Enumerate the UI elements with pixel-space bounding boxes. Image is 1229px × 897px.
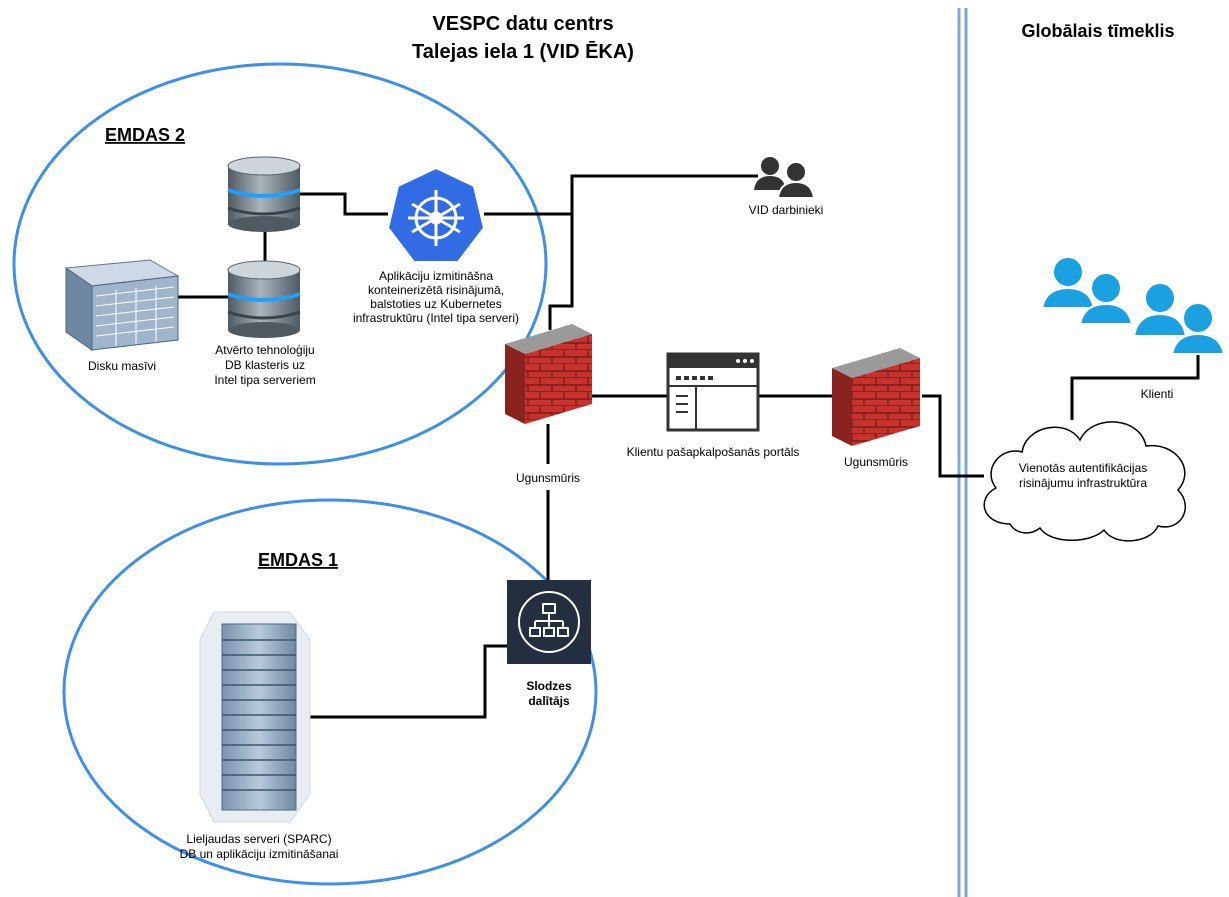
vid-staff-label: VID darbinieki	[749, 203, 824, 217]
cloud-icon	[983, 421, 1187, 542]
svg-text:DB klasteris uz: DB klasteris uz	[225, 358, 305, 372]
emdas2-label: EMDAS 2	[105, 125, 185, 145]
svg-text:Slodzes: Slodzes	[526, 679, 572, 693]
header-title: VESPC datu centrs Talejas iela 1 (VID ĒK…	[412, 13, 634, 63]
connectors	[178, 174, 1200, 719]
db-cluster-label: Atvērto tehnoloģiju DB klasteris uz Inte…	[214, 343, 315, 387]
title-line-1: VESPC datu centrs	[432, 13, 613, 35]
web-portal-icon	[666, 352, 760, 432]
mainframe-label: Lieljaudas serveri (SPARC) DB un aplikāc…	[180, 832, 339, 861]
svg-text:Atvērto tehnoloģiju: Atvērto tehnoloģiju	[215, 343, 314, 357]
kubernetes-icon	[386, 166, 486, 263]
clients-icon	[1040, 256, 1226, 355]
svg-text:risinājumu infrastruktūra: risinājumu infrastruktūra	[1019, 476, 1147, 490]
portal-label: Klientu pašapkalpošanās portāls	[627, 445, 800, 459]
disk-array-label: Disku masīvi	[88, 359, 156, 373]
svg-text:infrastruktūru (Intel tipa ser: infrastruktūru (Intel tipa serveri)	[353, 311, 519, 325]
svg-text:dalītājs: dalītājs	[528, 694, 570, 708]
svg-text:Aplikāciju izmitināšna: Aplikāciju izmitināšna	[379, 269, 493, 283]
connector-cloud-clients	[1070, 354, 1200, 420]
disk-array-icon	[64, 259, 180, 351]
firewall-inner-label: Ugunsmūris	[516, 471, 580, 485]
svg-text:balstoties uz Kubernetes: balstoties uz Kubernetes	[370, 297, 501, 311]
svg-text:konteinerizētā risinājumā,: konteinerizētā risinājumā,	[368, 283, 504, 297]
auth-cloud-label: Vienotās autentifikācijas risinājumu inf…	[1019, 461, 1148, 490]
svg-text:Vienotās autentifikācijas: Vienotās autentifikācijas	[1019, 461, 1148, 475]
kubernetes-label: Aplikāciju izmitināšna konteinerizētā ri…	[353, 269, 519, 325]
svg-text:Intel tipa serveriem: Intel tipa serveriem	[214, 373, 315, 387]
firewall-icon	[505, 324, 592, 424]
firewall-outer-label: Ugunsmūris	[844, 455, 908, 469]
users-icon	[754, 157, 816, 199]
connector-firewall2-cloud	[922, 394, 984, 478]
global-web-title: Globālais tīmeklis	[1021, 21, 1174, 41]
network-boundary-divider	[957, 8, 968, 897]
emdas1-group-boundary	[62, 498, 598, 886]
clients-label: Klienti	[1141, 387, 1174, 401]
svg-text:Lieljaudas serveri (SPARC): Lieljaudas serveri (SPARC)	[186, 832, 331, 846]
connector-db-kubernetes	[300, 192, 388, 216]
svg-text:DB un aplikāciju izmitināšanai: DB un aplikāciju izmitināšanai	[180, 847, 339, 861]
connector-vid-staff	[570, 174, 758, 214]
database-icon	[227, 260, 301, 338]
server-rack-icon	[199, 611, 311, 823]
connector-hub-firewall	[548, 214, 574, 330]
emdas1-label: EMDAS 1	[258, 550, 338, 570]
title-line-2: Talejas iela 1 (VID ĒKA)	[412, 41, 634, 63]
load-balancer-icon	[507, 580, 591, 664]
connector-lb-mainframe	[300, 644, 507, 719]
database-icon	[227, 156, 301, 232]
firewall-icon	[832, 348, 920, 446]
emdas2-group-boundary	[12, 62, 548, 466]
load-balancer-label: Slodzes dalītājs	[526, 679, 572, 708]
